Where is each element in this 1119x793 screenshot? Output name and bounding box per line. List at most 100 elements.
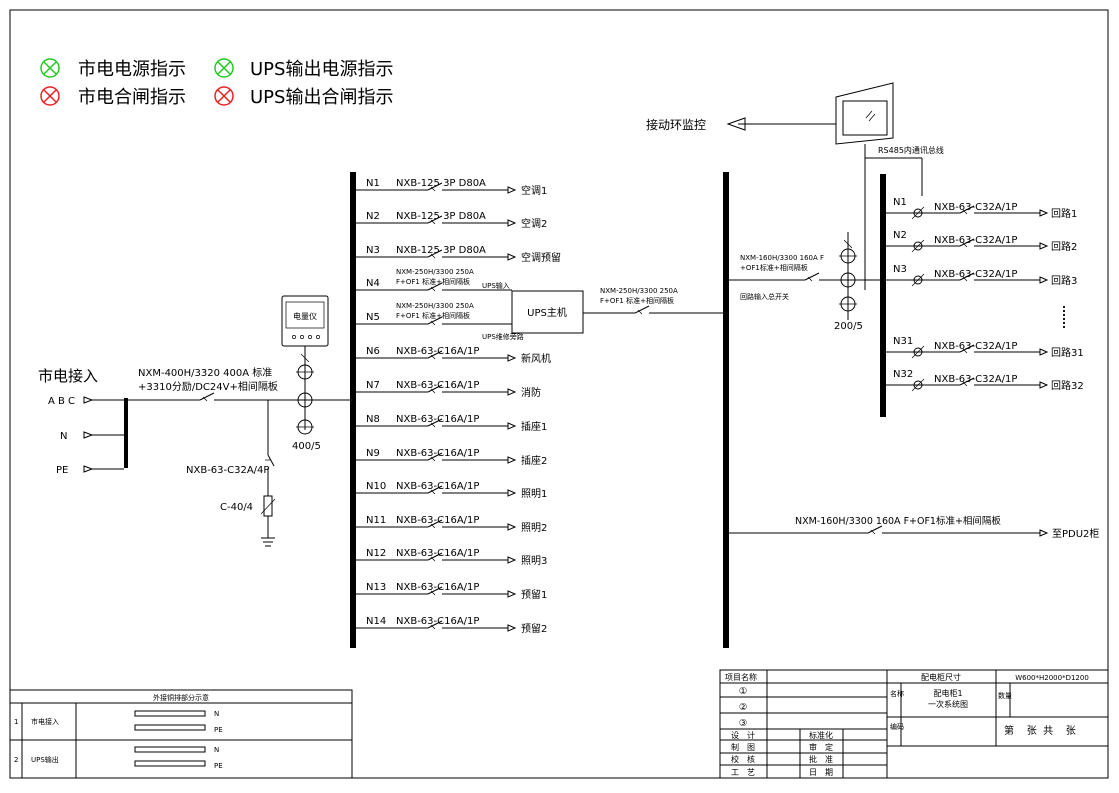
breaker-icon [427, 485, 443, 495]
branch-id: N4 [366, 278, 380, 289]
arrow-icon [507, 354, 517, 362]
branch-load-label: 新风机 [521, 352, 551, 365]
copper-row-pe: PE [214, 726, 223, 734]
branch-id: N12 [366, 548, 386, 559]
breaker-icon [427, 316, 443, 326]
legend-label: UPS输出合闸指示 [250, 87, 393, 108]
branch-breaker-label: NXB-63-C16A/1P [396, 548, 479, 559]
loop-breaker-label: NXB-63-C32A/1P [934, 341, 1017, 352]
loop-main-breaker-note: +OF1标准+相间隔板 [740, 263, 808, 272]
breaker-icon [427, 552, 443, 562]
loop-breaker-label: NXB-63-C32A/1P [934, 374, 1017, 385]
arrow-icon [507, 556, 517, 564]
breaker-icon [427, 418, 443, 428]
ups-closing-indicator-icon [214, 86, 234, 106]
branch-n12: N12 NXB-63-C16A/1P 照明3 [356, 548, 547, 567]
branch-load-label: 照明3 [521, 555, 547, 567]
copper-row-name: 市电接入 [31, 717, 59, 726]
ups-link-label: UPS维修旁路 [482, 332, 524, 341]
copper-row-name: UPS输出 [31, 755, 59, 764]
breaker-icon [427, 620, 443, 630]
breaker-blade [427, 182, 443, 191]
branch-id: N5 [366, 312, 380, 323]
branch-id: N13 [366, 582, 386, 593]
arrow-icon [507, 388, 517, 396]
spd-breaker-icon [265, 454, 275, 467]
breaker-icon [959, 272, 975, 282]
input-terminal-bar [124, 398, 128, 468]
copper-table-title: 外接铜排部分示意 [153, 693, 209, 702]
breaker-blade [427, 620, 443, 629]
breaker-icon [427, 350, 443, 360]
breaker-mark [430, 219, 436, 225]
breaker-icon [427, 519, 443, 529]
loop-id: N32 [893, 369, 913, 380]
loop-ct-mark [911, 378, 925, 392]
loop-id: N3 [893, 264, 907, 275]
pdu2-load-label: 至PDU2柜 [1052, 527, 1099, 540]
main-breaker-note: +3310分励/DC24V+相间隔板 [138, 380, 278, 393]
input-terminal-arrows [83, 396, 124, 473]
branch-load-label: 空调1 [521, 184, 547, 197]
breaker-blade [427, 485, 443, 494]
tb-revision-3: ③ [739, 718, 748, 729]
breaker-mark [962, 242, 968, 248]
branch-load-label: 插座1 [521, 420, 547, 433]
breaker-blade [427, 552, 443, 561]
loop-n3: N3 NXB-63-C32A/1P 回路3 [886, 264, 1077, 287]
branch-breaker-label: NXB-63-C16A/1P [396, 448, 479, 459]
breaker-blade [427, 215, 443, 224]
breaker-icon [959, 344, 975, 354]
spd-label: C-40/4 [220, 502, 253, 513]
loop-id: N2 [893, 230, 907, 241]
loop-load-label: 回路2 [1051, 240, 1077, 253]
copper-row-n: N [214, 746, 219, 754]
breaker-mark [430, 320, 436, 326]
mains-closing-indicator-icon [40, 86, 60, 106]
legend: 市电电源指示 UPS输出电源指示 市电合闸指示 UPS输出合闸指示 [40, 58, 393, 108]
branch-breaker-label: NXB-63-C16A/1P [396, 414, 479, 425]
breaker-mark [962, 209, 968, 215]
phase-n-label: N [60, 431, 67, 442]
branch-breaker-label: NXB-63-C16A/1P [396, 481, 479, 492]
monitor-arrow-icon [726, 117, 746, 131]
loop-ct-mark [911, 273, 925, 287]
tb-role-review: 审 定 [809, 742, 833, 752]
breaker-blade [959, 344, 975, 353]
branch-breaker-label: NXB-63-C16A/1P [396, 582, 479, 593]
breaker-blade [427, 249, 443, 258]
branch-id: N7 [366, 380, 380, 391]
phase-pe-label: PE [56, 465, 68, 476]
breaker-mark [962, 348, 968, 354]
breaker-blade [427, 384, 443, 393]
loop-load-label: 回路1 [1051, 207, 1077, 220]
branch-id: N1 [366, 178, 380, 189]
ups-link-label: UPS输入 [482, 281, 510, 290]
distribution-busbar [880, 174, 886, 417]
arrow-icon [1039, 209, 1049, 217]
loop-ct-mark [911, 239, 925, 253]
loop-breaker-label: NXB-63-C32A/1P [934, 269, 1017, 280]
loop-load-label: 回路3 [1051, 274, 1077, 287]
breaker-icon [959, 377, 975, 387]
drawing-frame [9, 9, 1109, 779]
tb-name-label: 名称 [890, 689, 904, 698]
arrow-icon [507, 253, 517, 261]
arrow-icon [507, 523, 517, 531]
breaker-icon [427, 452, 443, 462]
tb-name-value-2: 一次系统图 [928, 699, 968, 709]
main-breaker-label: NXM-400H/3320 400A 标准 [138, 367, 272, 379]
branch-load-label: 照明2 [521, 522, 547, 534]
tb-sheet-count: 第 张 共 张 [1004, 724, 1076, 737]
ground-icon [261, 537, 275, 547]
breaker-icon [427, 215, 443, 225]
